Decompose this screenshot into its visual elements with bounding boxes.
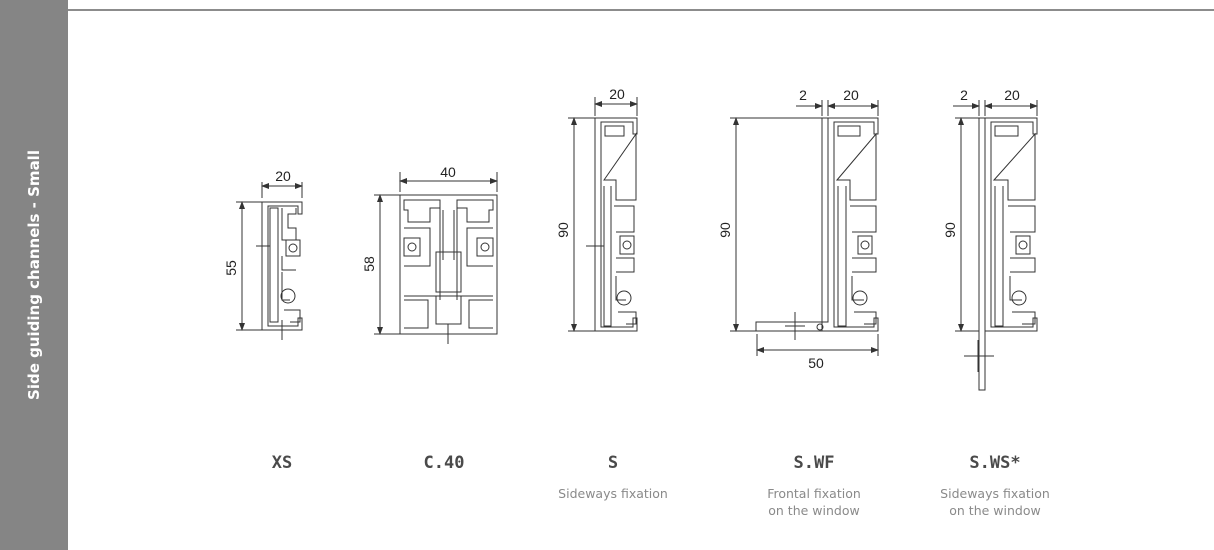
profile-name-s: S xyxy=(607,453,619,473)
profile-subtitle-sws: Sideways fixation on the window xyxy=(940,486,1050,518)
swf-base-label: 50 xyxy=(808,355,824,371)
s-height-label: 90 xyxy=(555,222,571,238)
sws-width-label: 20 xyxy=(1004,87,1020,103)
profile-swf-drawing: 2 20 90 50 xyxy=(717,87,879,371)
swf-width-label: 20 xyxy=(843,87,859,103)
swf-offset-label: 2 xyxy=(799,87,807,103)
profile-subtitle-swf: Frontal fixation on the window xyxy=(767,486,861,518)
xs-height-label: 55 xyxy=(223,260,239,276)
xs-width-label: 20 xyxy=(275,168,291,184)
profile-name-swf: S.WF xyxy=(793,453,835,473)
s-width-label: 20 xyxy=(609,86,625,102)
c40-width-label: 40 xyxy=(440,164,456,180)
swf-height-label: 90 xyxy=(717,222,733,238)
sws-height-label: 90 xyxy=(942,222,958,238)
profile-name-xs: XS xyxy=(271,453,293,473)
sidebar: Side guiding channels - Small xyxy=(0,0,68,550)
profile-subtitle-s: Sideways fixation xyxy=(558,486,668,501)
sws-offset-label: 2 xyxy=(960,87,968,103)
profile-xs-drawing: 20 55 xyxy=(223,168,303,340)
profile-c40-drawing: 40 58 xyxy=(361,164,498,344)
c40-height-label: 58 xyxy=(361,256,377,272)
profile-s-drawing: 20 90 xyxy=(555,86,638,332)
profile-sws-drawing: 2 20 90 xyxy=(942,87,1038,391)
profile-name-c40: C.40 xyxy=(423,453,465,473)
profile-name-sws: S.WS* xyxy=(969,453,1021,473)
top-rule xyxy=(68,9,1214,11)
